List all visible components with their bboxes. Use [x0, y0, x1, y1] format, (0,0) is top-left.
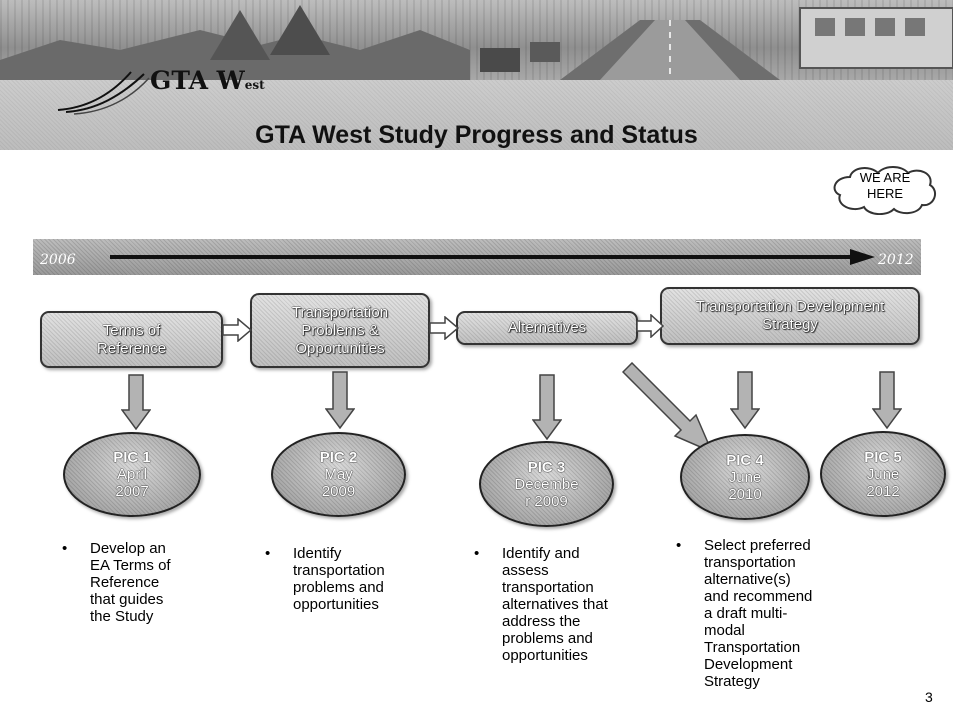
bullet-2-line-2: transportation	[293, 562, 385, 579]
pic-2-month: May	[324, 466, 353, 483]
bullet-1-line-4: that guides	[90, 591, 164, 608]
bullet-4-line-7: Transportation	[704, 639, 801, 656]
pic-2-meeting: PIC 2 May 2009	[271, 432, 406, 517]
pic-3-month: Decembe	[514, 475, 579, 493]
bullet-2-text: Identify transportation problems and opp…	[293, 545, 385, 613]
callout-line-2: HERE	[866, 186, 904, 201]
bullet-pic-1: • Develop an EA Terms of Reference that …	[62, 540, 222, 640]
bullet-1-line-1: Develop an	[90, 540, 166, 557]
pic-4-month: June	[728, 468, 762, 486]
bullet-4-line-8: Development	[704, 656, 793, 673]
bullet-dot: •	[474, 545, 480, 562]
bullet-4-line-4: and recommend	[704, 588, 813, 605]
pic-5-month: June	[866, 465, 900, 483]
page-title: GTA West Study Progress and Status	[255, 121, 698, 149]
down-arrow-icon	[121, 374, 151, 430]
we-are-here-cloud-icon	[833, 166, 937, 215]
down-arrow-icon	[730, 371, 760, 429]
bullet-4-text: Select preferred transportation alternat…	[704, 537, 812, 690]
header-banner	[0, 0, 953, 150]
phase-2-line-1: Transportation	[291, 303, 389, 321]
banner-photo	[0, 0, 953, 80]
bullet-2-line-1: Identify	[293, 545, 342, 562]
logo-sub: est	[244, 78, 265, 92]
pic-1-title: PIC 1	[113, 449, 151, 466]
phase-2-line-2: Problems &	[301, 321, 379, 339]
right-arrow-icon	[222, 318, 252, 342]
down-arrow-icon	[325, 371, 355, 429]
bullet-dot: •	[676, 537, 682, 554]
bullet-3-text: Identify and assess transportation alter…	[502, 545, 608, 664]
pic-4-title: PIC 4	[726, 451, 764, 469]
bullet-1-line-5: the Study	[90, 608, 154, 625]
bullet-1-line-2: EA Terms of	[90, 557, 171, 574]
bullet-3-line-3: transportation	[502, 579, 594, 596]
bullet-pic-2: • Identify transportation problems and o…	[265, 545, 425, 625]
bullet-3-line-5: address the	[502, 613, 581, 630]
bullet-4-line-3: alternative(s)	[704, 571, 791, 588]
phase-1-line-1: Terms of	[102, 321, 161, 339]
bullet-3-line-2: assess	[502, 562, 549, 579]
we-are-here-callout: WE ARE HERE	[830, 170, 940, 202]
bullet-pic-4: • Select preferred transportation altern…	[676, 537, 856, 715]
phase-problems-opportunities: Transportation Problems & Opportunities	[250, 293, 430, 368]
bullet-3-line-1: Identify and	[502, 545, 580, 562]
callout-line-1: WE ARE	[859, 170, 911, 185]
logo-main: GTA W	[150, 66, 245, 95]
bullet-1-text: Develop an EA Terms of Reference that gu…	[90, 540, 171, 625]
pic-1-year: 2007	[115, 483, 149, 500]
down-arrow-icon	[872, 371, 902, 429]
bullet-1-line-3: Reference	[90, 574, 160, 591]
pic-5-year: 2012	[866, 482, 900, 500]
bullet-3-line-4: alternatives that	[502, 596, 608, 613]
bullet-3-line-7: opportunities	[502, 647, 588, 664]
timeline-end-year: 2012	[878, 252, 914, 268]
pic-5-title: PIC 5	[864, 448, 902, 466]
right-arrow-icon	[636, 314, 664, 338]
pic-3-title: PIC 3	[527, 458, 566, 476]
pic-1-month: April	[116, 466, 147, 483]
phase-4-line-2: Strategy	[762, 316, 818, 333]
pic-3-meeting: PIC 3 Decembe r 2009	[479, 441, 614, 527]
pic-2-year: 2009	[321, 483, 356, 500]
timeline-arrow-icon	[110, 249, 875, 265]
pic-4-meeting: PIC 4 June 2010	[680, 434, 810, 520]
pic-3-year: r 2009	[525, 492, 568, 510]
bullet-dot: •	[265, 545, 271, 562]
phase-alternatives: Alternatives	[456, 311, 638, 345]
phase-1-line-2: Reference	[96, 339, 167, 357]
bullet-2-line-4: opportunities	[293, 596, 379, 613]
bullet-pic-3: • Identify and assess transportation alt…	[474, 545, 644, 685]
phase-3-line-1: Alternatives	[507, 319, 587, 336]
bullet-2-line-3: problems and	[293, 579, 384, 596]
pic-4-year: 2010	[728, 485, 762, 503]
phase-transportation-development-strategy: Transportation Development Strategy	[660, 287, 920, 345]
down-arrow-icon	[532, 374, 562, 440]
bullet-dot: •	[62, 540, 68, 557]
right-arrow-icon	[429, 316, 459, 340]
logo-text: GTA West	[150, 66, 265, 95]
bullet-4-line-2: transportation	[704, 554, 796, 571]
timeline-start-year: 2006	[40, 252, 76, 268]
phase-terms-of-reference: Terms of Reference	[40, 311, 223, 368]
bullet-4-line-5: a draft multi-	[704, 605, 788, 622]
pic-2-title: PIC 2	[319, 449, 358, 466]
gta-west-logo-icon	[57, 71, 150, 115]
bullet-4-line-9: Strategy	[704, 673, 760, 690]
phase-2-line-3: Opportunities	[295, 339, 385, 357]
phase-4-line-1: Transportation Development	[695, 298, 885, 315]
bullet-4-line-1: Select preferred	[704, 537, 811, 554]
bullet-3-line-6: problems and	[502, 630, 593, 647]
pic-5-meeting: PIC 5 June 2012	[820, 431, 946, 517]
diagonal-arrow-icon	[622, 362, 714, 454]
bullet-4-line-6: modal	[704, 622, 745, 639]
page-number: 3	[925, 689, 933, 705]
pic-1-meeting: PIC 1 April 2007	[63, 432, 201, 517]
